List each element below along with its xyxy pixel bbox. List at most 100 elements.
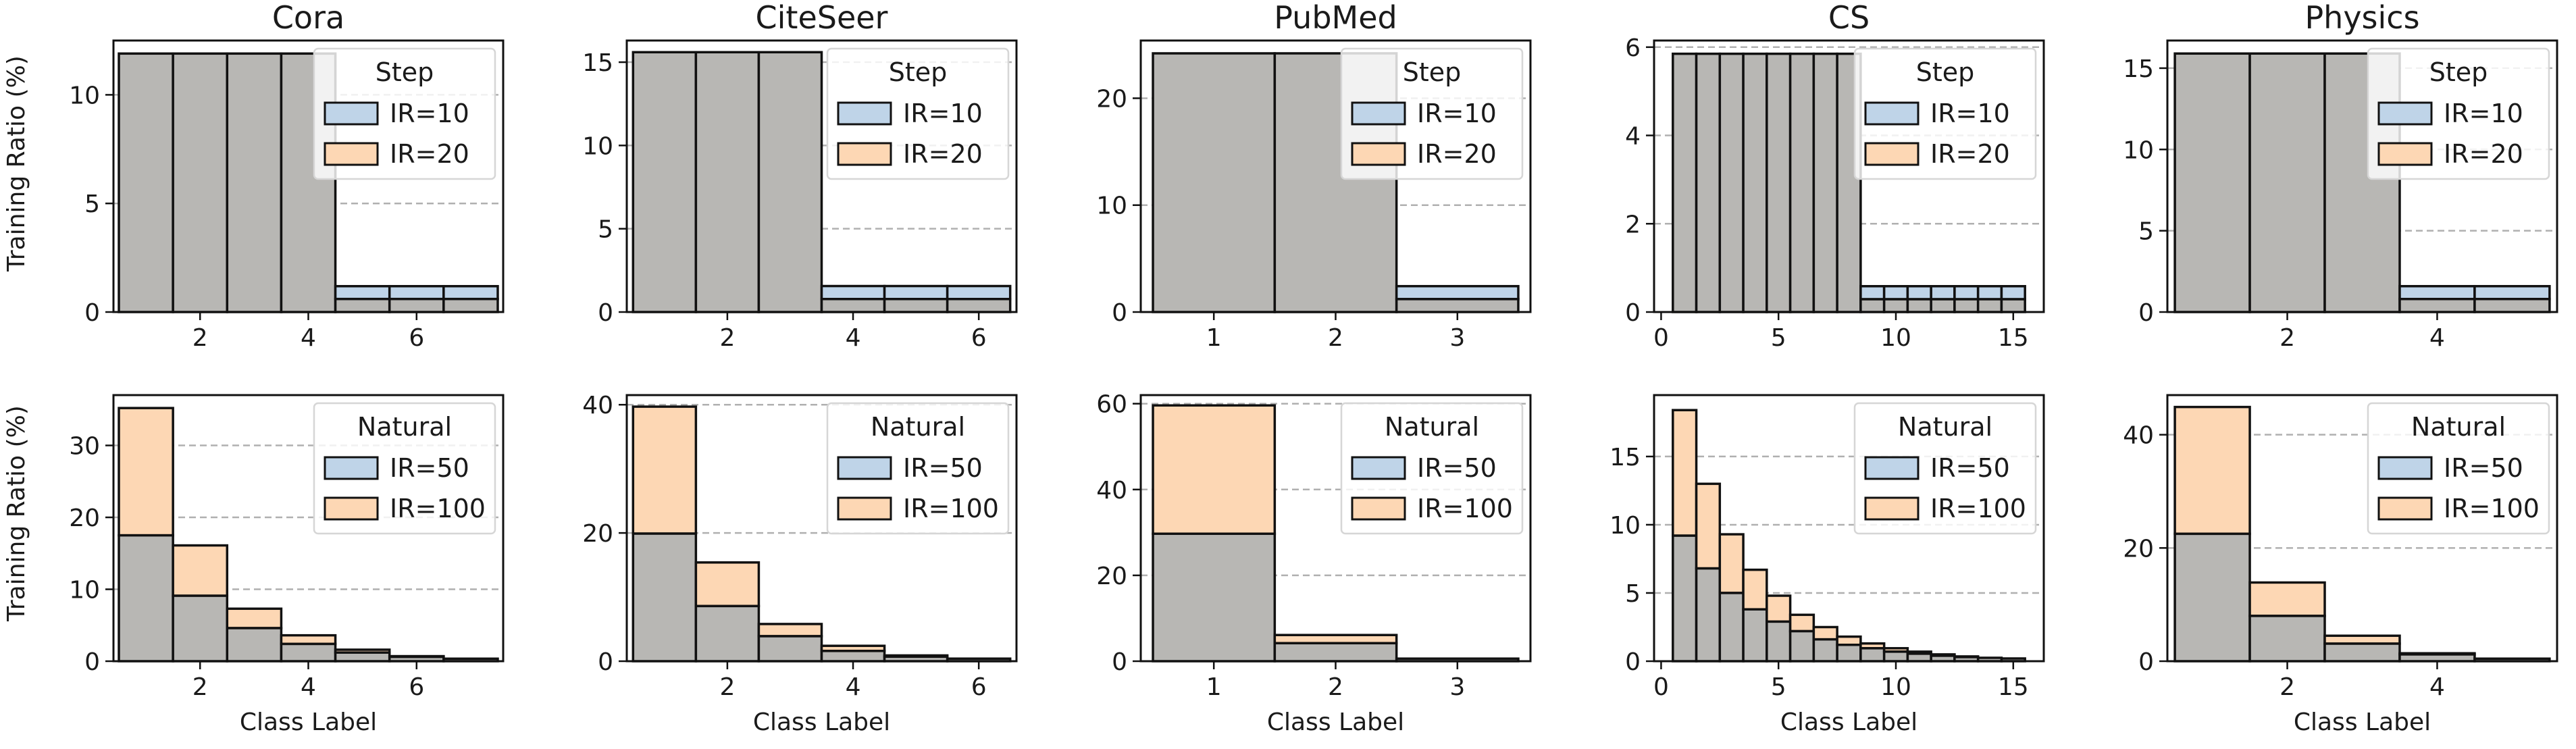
legend-swatch-0: [324, 456, 379, 480]
bar-series-0-3: [2398, 284, 2476, 301]
y-tick-label: 10: [69, 577, 100, 604]
bar-overlap-1: [694, 604, 761, 663]
bar-overlap-2: [2323, 642, 2401, 663]
bar-overlap-1: [2248, 615, 2326, 663]
legend-label-0: IR=50: [903, 453, 983, 483]
bar-overlap-2: [757, 635, 823, 663]
legend-swatch-0: [324, 101, 379, 126]
bar-overlap-0: [632, 532, 698, 663]
bar-series-1-2: [757, 623, 823, 638]
x-axis-label: Class Label: [1780, 708, 1917, 736]
bar-overlap-0: [1152, 532, 1277, 663]
x-tick-label: 6: [971, 324, 987, 352]
legend-title: Step: [1403, 57, 1462, 87]
bar-overlap-2: [1718, 592, 1745, 663]
bar-overlap-0: [118, 534, 174, 663]
x-tick-label: 2: [192, 673, 208, 701]
bar-overlap-3: [1742, 608, 1768, 663]
x-tick-label: 10: [1880, 673, 1911, 701]
x-axis-label: Class Label: [240, 708, 377, 736]
bar-overlap-1: [1695, 567, 1722, 663]
legend-label-1: IR=20: [903, 139, 983, 169]
x-tick-label: 4: [846, 324, 861, 352]
legend-swatch-0: [1351, 456, 1406, 480]
legend-label-1: IR=20: [1417, 139, 1497, 169]
y-tick-label: 30: [69, 433, 100, 461]
y-tick-label: 0: [2138, 299, 2154, 327]
y-tick-label: 0: [1112, 299, 1127, 327]
y-tick-label: 0: [598, 299, 613, 327]
axes-frame: [625, 394, 1018, 663]
y-tick-label: 0: [1625, 299, 1641, 327]
x-tick-label: 15: [1998, 673, 2029, 701]
y-tick-label: 4: [1625, 123, 1641, 151]
axes-frame: [625, 39, 1018, 313]
bar-series-1-0: [1152, 404, 1277, 536]
bar-overlap-2: [226, 52, 283, 313]
bar-overlap-8: [1859, 298, 1886, 313]
chart-title: PubMed: [1274, 0, 1397, 36]
bar-series-0-11: [1930, 285, 1956, 301]
y-tick-label: 5: [598, 216, 613, 244]
y-tick-label: 0: [1625, 648, 1641, 676]
y-tick-label: 10: [2123, 136, 2154, 164]
bar-series-0-6: [442, 284, 499, 301]
bar-overlap-1: [2248, 52, 2326, 313]
bar-series-0-5: [388, 284, 445, 301]
legend-swatch-1: [1351, 142, 1406, 166]
y-tick-label: 10: [582, 132, 613, 160]
x-axis-label: Class Label: [753, 708, 890, 736]
legend-swatch-0: [837, 101, 892, 126]
legend-swatch-0: [837, 456, 892, 480]
bar-series-0-5: [946, 284, 1012, 301]
x-tick-label: 10: [1880, 324, 1911, 352]
bar-overlap-3: [1742, 52, 1768, 313]
legend-label-0: IR=50: [390, 453, 469, 483]
bar-series-0-4: [334, 284, 391, 301]
bar-overlap-2: [757, 51, 823, 313]
bar-series-1-3: [280, 634, 337, 646]
chart-title: Physics: [2304, 0, 2419, 36]
bar-overlap-0: [118, 52, 174, 313]
legend-label-1: IR=100: [1417, 494, 1513, 523]
bar-overlap-2: [1395, 298, 1520, 313]
bar-overlap-4: [334, 297, 391, 313]
legend-swatch-1: [324, 142, 379, 166]
bar-series-0-14: [2000, 285, 2026, 301]
x-tick-label: 5: [1771, 673, 1786, 701]
legend-swatch-1: [837, 142, 892, 166]
bar-overlap-0: [2173, 532, 2251, 663]
axes-frame: [2166, 394, 2558, 663]
bar-overlap-5: [1788, 629, 1815, 663]
bar-series-1-1: [2248, 581, 2326, 617]
y-tick-label: 15: [582, 49, 613, 77]
y-tick-label: 0: [1112, 648, 1127, 676]
bar-overlap-4: [2473, 297, 2551, 313]
y-tick-label: 20: [69, 505, 100, 532]
bar-overlap-2: [1718, 52, 1745, 313]
legend-swatch-1: [837, 496, 892, 521]
x-tick-label: 6: [409, 673, 424, 701]
y-tick-label: 15: [1609, 444, 1641, 471]
y-tick-label: 0: [84, 648, 100, 676]
bar-overlap-5: [946, 298, 1012, 313]
x-tick-label: 0: [1653, 324, 1669, 352]
bar-overlap-13: [1976, 298, 2003, 313]
x-axis-label: Class Label: [2294, 708, 2431, 736]
legend-swatch-1: [1864, 496, 1920, 521]
legend-label-1: IR=100: [2444, 494, 2540, 523]
bar-overlap-4: [883, 298, 949, 313]
bar-overlap-10: [1906, 298, 1932, 313]
x-tick-label: 3: [1449, 673, 1465, 701]
chart-title: CiteSeer: [756, 0, 888, 36]
bar-overlap-3: [280, 642, 337, 663]
legend-title: Step: [2429, 57, 2488, 87]
x-tick-label: 4: [2429, 673, 2445, 701]
y-tick-label: 10: [69, 82, 100, 109]
legend-swatch-0: [1864, 101, 1920, 126]
bar-overlap-7: [1836, 644, 1862, 663]
bar-overlap-10: [1906, 652, 1932, 663]
